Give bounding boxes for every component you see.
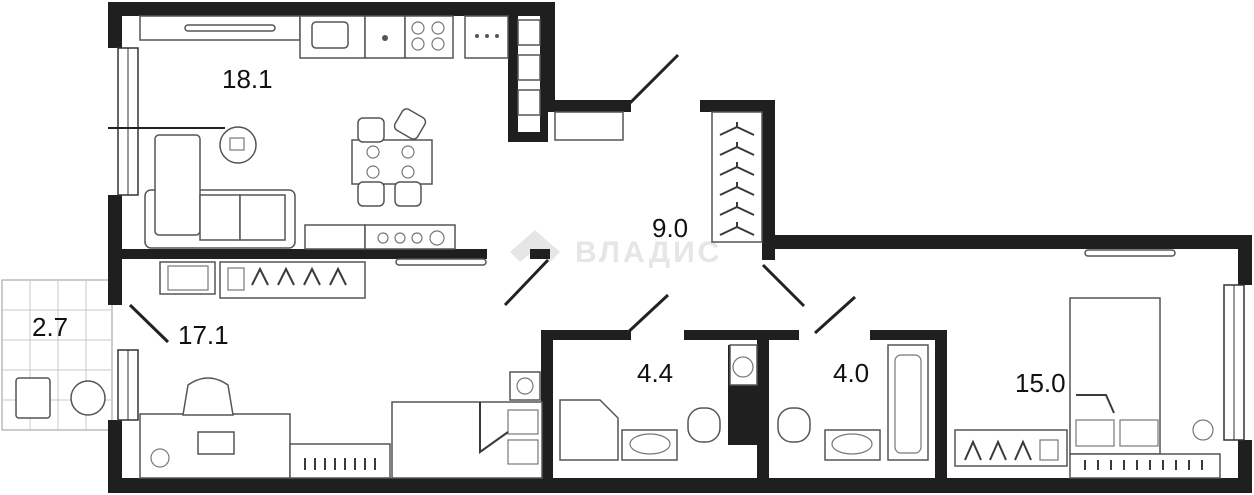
- area-label-living: 17.1: [178, 320, 229, 350]
- balcony-table: [70, 380, 106, 416]
- area-label-balcony: 2.7: [32, 312, 68, 342]
- bathroom-1-fixtures: [559, 344, 758, 461]
- watermark-text: ВЛАДИС: [575, 236, 722, 269]
- hall-wardrobe: [711, 111, 763, 243]
- range-hood: [184, 24, 276, 32]
- area-label-bedroom: 15.0: [1015, 368, 1066, 398]
- living-storage: [159, 258, 487, 299]
- living-bed: [289, 371, 543, 479]
- desk: [139, 377, 291, 479]
- area-label-bathroom-1: 4.4: [637, 358, 673, 388]
- stove: [404, 15, 454, 59]
- sofa: [144, 126, 296, 249]
- balcony-chair: [15, 377, 51, 419]
- walls: [108, 2, 1252, 493]
- windows: [117, 47, 1245, 441]
- area-label-kitchen-living: 18.1: [222, 64, 273, 94]
- kitchen: [139, 15, 624, 141]
- lower-cabinets: [304, 224, 456, 250]
- room-labels: 18.1 9.0 2.7 17.1 4.4 4.0 15.0: [32, 64, 1066, 398]
- bathroom-2-fixtures: [777, 344, 929, 461]
- area-label-hall: 9.0: [652, 213, 688, 243]
- doors: [128, 53, 857, 344]
- fridge: [554, 111, 624, 141]
- dining-table: [351, 108, 433, 207]
- balcony: [1, 279, 113, 431]
- bedroom-furniture: [954, 249, 1221, 479]
- area-label-bathroom-2: 4.0: [833, 358, 869, 388]
